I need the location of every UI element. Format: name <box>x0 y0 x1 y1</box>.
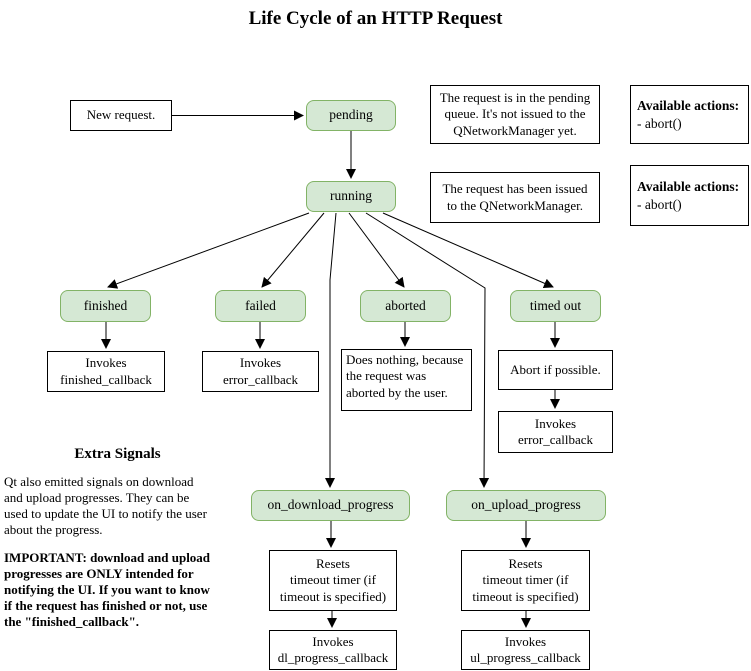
node-pending: pending <box>306 100 396 131</box>
diagram-title: Life Cycle of an HTTP Request <box>248 8 503 29</box>
note-pending-info: The request is in the pending queue. It'… <box>430 85 600 144</box>
note-available-actions-running: Available actions: - abort() <box>630 165 749 226</box>
note-invokes-ul-progress-callback: Invokes ul_progress_callback <box>461 630 590 670</box>
note-invokes-error-callback-failed: Invokes error_callback <box>202 351 319 392</box>
note-running-info: The request has been issued to the QNetw… <box>430 172 600 223</box>
arrow-running-to-finished <box>107 212 310 289</box>
arrow-running-to-aborted <box>348 212 405 288</box>
available-actions-value: - abort() <box>637 115 682 131</box>
arrow-running-to-failed <box>261 212 325 288</box>
extra-signals-important: IMPORTANT: download and upload progresse… <box>4 550 211 629</box>
node-on-upload-progress: on_upload_progress <box>446 490 606 521</box>
note-resets-timeout-dl: Resets timeout timer (if timeout is spec… <box>269 550 397 611</box>
arrow-running-to-on-upload-progress <box>365 212 490 488</box>
extra-signals-paragraph: Qt also emitted signals on download and … <box>4 474 207 537</box>
arrow-running-to-on-download-progress <box>325 212 337 488</box>
arrow-running-to-timedout <box>382 212 554 288</box>
note-does-nothing: Does nothing, because the request was ab… <box>341 349 472 411</box>
note-resets-timeout-ul: Resets timeout timer (if timeout is spec… <box>461 550 590 611</box>
node-running: running <box>306 181 396 212</box>
node-failed: failed <box>215 290 306 322</box>
node-on-download-progress: on_download_progress <box>251 490 410 521</box>
extra-signals-heading: Extra Signals <box>74 446 161 462</box>
available-actions-label: Available actions: <box>637 178 740 194</box>
note-available-actions-pending: Available actions: - abort() <box>630 85 749 144</box>
node-timed-out: timed out <box>510 290 601 322</box>
note-invokes-dl-progress-callback: Invokes dl_progress_callback <box>269 630 397 670</box>
node-new-request: New request. <box>70 100 172 131</box>
node-aborted: aborted <box>360 290 451 322</box>
node-finished: finished <box>60 290 151 322</box>
available-actions-label: Available actions: <box>637 97 740 113</box>
available-actions-value: - abort() <box>637 196 682 212</box>
note-invokes-finished-callback: Invokes finished_callback <box>47 351 165 392</box>
note-invokes-error-callback-timeout: Invokes error_callback <box>498 411 613 453</box>
note-abort-if-possible: Abort if possible. <box>498 350 613 390</box>
